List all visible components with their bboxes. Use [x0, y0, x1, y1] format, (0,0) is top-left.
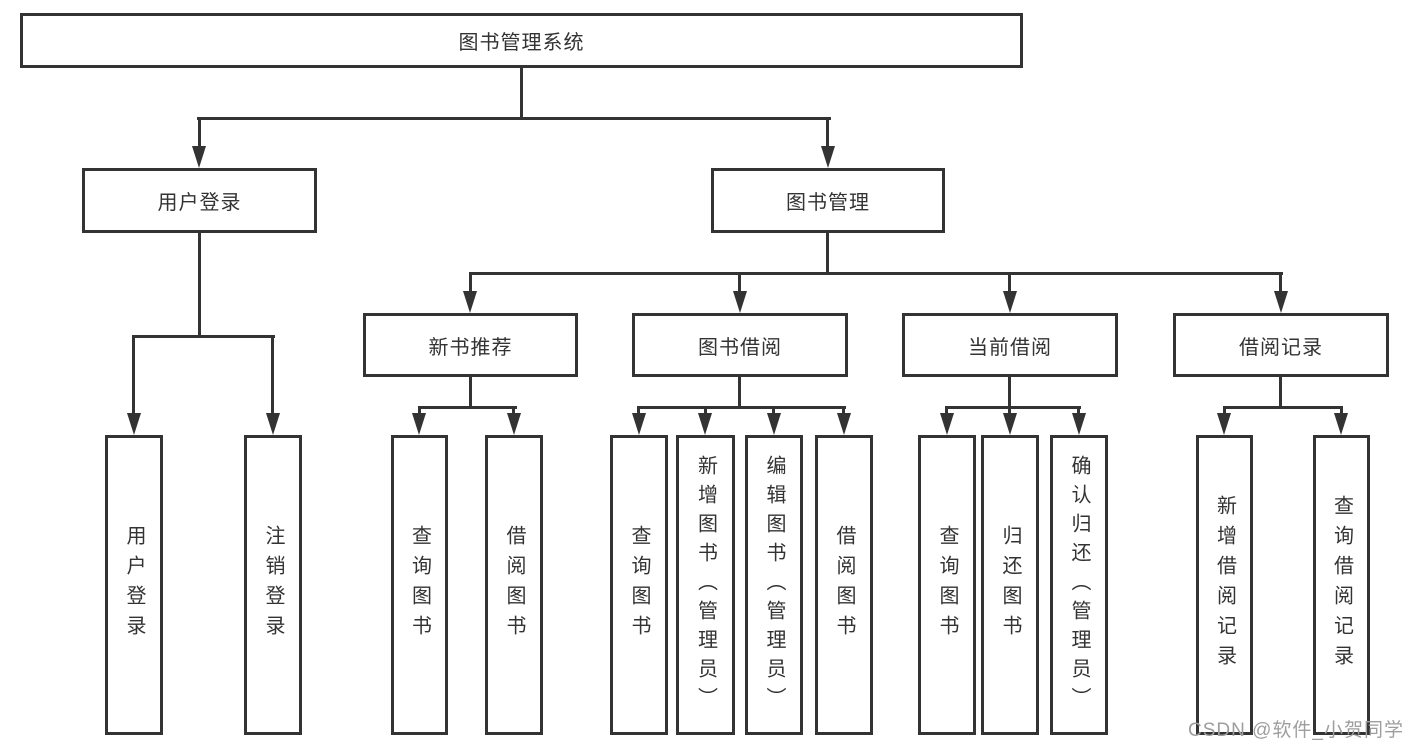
arrow-down-icon: [266, 413, 280, 435]
edge-line: [1279, 272, 1282, 292]
node-user-login-label: 用户登录: [157, 192, 242, 214]
edge-line: [197, 117, 831, 120]
edge-line: [704, 406, 707, 416]
edge-line: [1008, 406, 1011, 416]
edge-line: [826, 231, 829, 274]
edge-line: [469, 272, 1283, 275]
edge-line: [738, 375, 741, 408]
arrow-down-icon: [1003, 413, 1017, 435]
edge-line: [1223, 406, 1226, 416]
edge-line: [842, 406, 845, 416]
edge-line: [1008, 375, 1011, 408]
arrow-down-icon: [821, 146, 835, 168]
leaf-query-book-current-label: 查询图书: [936, 525, 958, 645]
edge-line: [1077, 406, 1080, 416]
edge-line: [637, 406, 640, 416]
leaf-return-book: 归还图书: [981, 435, 1039, 735]
leaf-borrow-book-label: 借阅图书: [833, 525, 855, 645]
edge-line: [826, 117, 829, 148]
leaf-query-book-recommend: 查询图书: [391, 435, 448, 735]
leaf-query-borrow-record: 查询借阅记录: [1313, 435, 1370, 735]
arrow-down-icon: [463, 291, 477, 313]
watermark: CSDN @软件_小贺同学: [1188, 720, 1404, 741]
leaf-add-book-admin-label: 新增图书（管理员）: [694, 454, 717, 716]
arrow-down-icon: [632, 413, 646, 435]
node-borrow-records: 借阅记录: [1173, 313, 1389, 377]
leaf-query-book-current: 查询图书: [918, 435, 976, 735]
leaf-query-book-recommend-label: 查询图书: [408, 525, 431, 645]
leaf-user-login: 用户登录: [105, 435, 163, 735]
leaf-user-login-label: 用户登录: [123, 525, 145, 645]
leaf-return-book-label: 归还图书: [999, 525, 1021, 645]
leaf-borrow-book: 借阅图书: [815, 435, 873, 735]
arrow-down-icon: [507, 413, 521, 435]
leaf-logout-label: 注销登录: [262, 525, 284, 645]
node-library-system-label: 图书管理系统: [458, 32, 585, 54]
node-book-management: 图书管理: [711, 168, 945, 233]
edge-line: [738, 272, 741, 292]
edge-line: [945, 406, 1081, 409]
edge-line: [469, 375, 472, 408]
node-borrow-records-label: 借阅记录: [1239, 336, 1323, 359]
node-book-management-label: 图书管理: [786, 192, 870, 214]
edge-line: [469, 272, 472, 292]
edge-line: [520, 66, 523, 119]
leaf-query-borrow-record-label: 查询借阅记录: [1330, 495, 1353, 675]
node-book-borrow: 图书借阅: [632, 313, 848, 377]
edge-line: [512, 406, 515, 416]
node-user-login: 用户登录: [82, 168, 317, 233]
arrow-down-icon: [412, 413, 426, 435]
leaf-confirm-return-admin-label: 确认归还（管理员）: [1068, 454, 1090, 716]
node-current-borrow: 当前借阅: [902, 313, 1118, 377]
leaf-query-book-borrow-label: 查询图书: [628, 525, 650, 645]
arrow-down-icon: [1072, 413, 1086, 435]
leaf-logout: 注销登录: [244, 435, 302, 735]
edge-line: [271, 335, 274, 415]
arrow-down-icon: [127, 413, 141, 435]
node-book-borrow-label: 图书借阅: [698, 336, 782, 359]
edge-line: [1223, 406, 1343, 409]
arrow-down-icon: [192, 146, 206, 168]
leaf-edit-book-admin-label: 编辑图书（管理员）: [763, 454, 785, 716]
arrow-down-icon: [767, 413, 781, 435]
arrow-down-icon: [1334, 413, 1348, 435]
leaf-edit-book-admin: 编辑图书（管理员）: [745, 435, 803, 735]
edge-line: [418, 406, 517, 409]
arrow-down-icon: [940, 413, 954, 435]
edge-line: [772, 406, 775, 416]
leaf-add-book-admin: 新增图书（管理员）: [676, 435, 735, 735]
arrow-down-icon: [837, 413, 851, 435]
edge-line: [637, 406, 846, 409]
node-library-system: 图书管理系统: [20, 13, 1023, 68]
edge-line: [1008, 272, 1011, 292]
edge-line: [1340, 406, 1343, 416]
arrow-down-icon: [733, 291, 747, 313]
leaf-confirm-return-admin: 确认归还（管理员）: [1050, 435, 1108, 735]
arrow-down-icon: [1217, 413, 1231, 435]
arrow-down-icon: [698, 413, 712, 435]
edge-line: [132, 335, 275, 338]
edge-line: [418, 406, 421, 416]
edge-line: [132, 335, 135, 415]
leaf-borrow-book-recommend-label: 借阅图书: [503, 525, 525, 645]
arrow-down-icon: [1003, 291, 1017, 313]
leaf-query-book-borrow: 查询图书: [610, 435, 668, 735]
arrow-down-icon: [1274, 291, 1288, 313]
node-new-book-recommend-label: 新书推荐: [428, 336, 513, 359]
edge-line: [945, 406, 948, 416]
edge-line: [1279, 375, 1282, 408]
node-current-borrow-label: 当前借阅: [968, 336, 1052, 359]
leaf-add-borrow-record: 新增借阅记录: [1196, 435, 1253, 735]
leaf-add-borrow-record-label: 新增借阅记录: [1213, 495, 1236, 675]
leaf-borrow-book-recommend: 借阅图书: [485, 435, 543, 735]
node-new-book-recommend: 新书推荐: [363, 313, 578, 377]
edge-line: [198, 117, 201, 148]
edge-line: [198, 231, 201, 337]
